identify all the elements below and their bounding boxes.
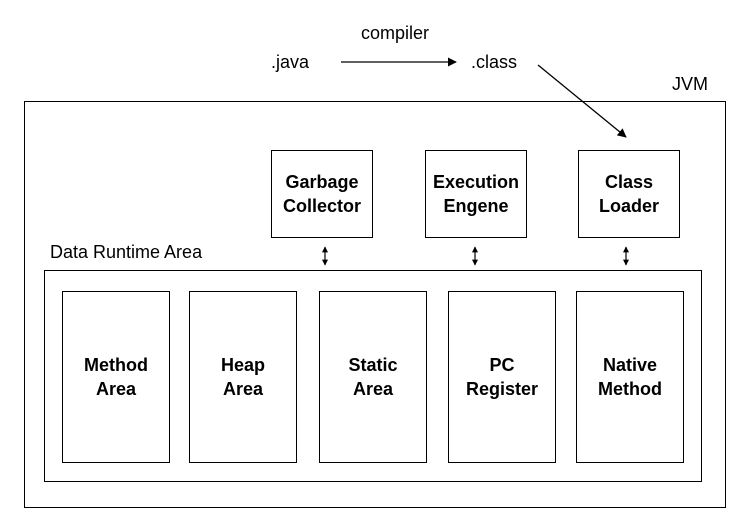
java-source-label: .java xyxy=(271,52,310,72)
region-label-line1: PC xyxy=(489,355,515,375)
region-label-line1: Heap xyxy=(220,355,265,375)
region-label-line2: Area xyxy=(95,379,137,399)
static-area-box: Static Area xyxy=(319,291,427,463)
region-label-line1: Static xyxy=(348,355,398,375)
region-label-line2: Area xyxy=(352,379,394,399)
class-file-label: .class xyxy=(471,52,518,72)
jvm-container xyxy=(24,101,726,508)
garbage-collector-box: Garbage Collector xyxy=(271,150,373,238)
runtime-area-container xyxy=(44,270,702,482)
compiler-label: compiler xyxy=(361,23,430,43)
region-label-line1: Method xyxy=(84,355,148,375)
region-label-line2: Area xyxy=(222,379,264,399)
jvm-label: JVM xyxy=(672,74,708,94)
component-label-line1: Garbage xyxy=(285,172,359,192)
component-label-line2: Collector xyxy=(282,196,361,216)
component-label-line2: Engene xyxy=(443,196,509,216)
heap-area-box: Heap Area xyxy=(189,291,297,463)
region-label-line1: Native xyxy=(602,355,658,375)
component-label-line1: Execution xyxy=(432,172,520,192)
region-label-line2: Method xyxy=(598,379,662,399)
component-label-line2: Loader xyxy=(598,196,659,216)
native-method-box: Native Method xyxy=(576,291,684,463)
method-area-box: Method Area xyxy=(62,291,170,463)
execution-engine-box: Execution Engene xyxy=(425,150,527,238)
component-label-line1: Class xyxy=(604,172,654,192)
runtime-area-label: Data Runtime Area xyxy=(50,242,203,262)
class-loader-box: Class Loader xyxy=(578,150,680,238)
region-label-line2: Register xyxy=(465,379,539,399)
pc-register-box: PC Register xyxy=(448,291,556,463)
